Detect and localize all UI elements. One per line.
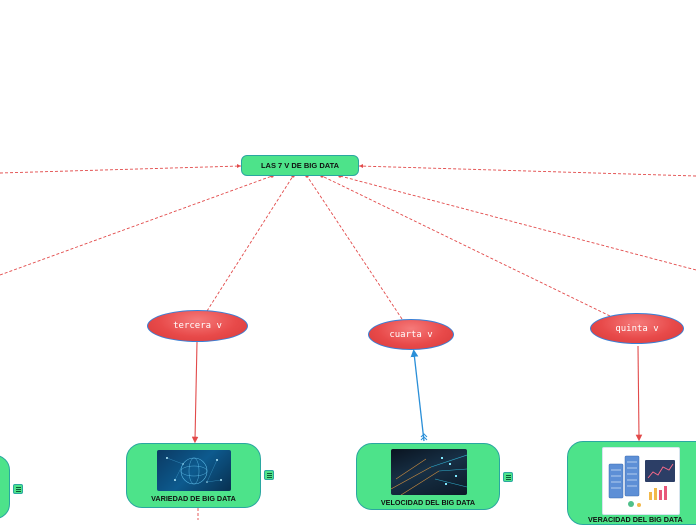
connector-tercera — [206, 175, 294, 312]
connector-cuarta-to-card — [410, 349, 425, 442]
card-label: VARIEDAD DE BIG DATA — [151, 494, 236, 503]
connector-right-far — [358, 165, 696, 177]
connector-left-second — [0, 175, 273, 276]
double-chevron-icon — [420, 433, 428, 441]
card-variedad[interactable]: VARIEDAD DE BIG DATA — [126, 443, 261, 508]
card-velocidad[interactable]: VELOCIDAD DEL BIG DATA — [356, 443, 500, 510]
card-label: VELOCIDAD DEL BIG DATA — [380, 498, 476, 507]
card-veracidad[interactable]: VERACIDAD DEL BIG DATA — [567, 441, 696, 525]
connector-quinta-to-card — [635, 345, 643, 442]
network-globe-image — [157, 450, 231, 491]
root-topic[interactable]: LAS 7 V DE BIG DATA — [241, 155, 359, 176]
branch-cuarta-v[interactable]: cuarta v — [368, 319, 454, 350]
connector-right-second — [339, 175, 696, 271]
branch-tercera-v[interactable]: tercera v — [147, 310, 248, 342]
card-partial-left[interactable] — [0, 455, 10, 519]
branch-label: cuarta v — [389, 329, 433, 340]
branch-quinta-v[interactable]: quinta v — [590, 313, 684, 344]
connector-tercera-to-card — [191, 341, 199, 444]
root-topic-label: LAS 7 V DE BIG DATA — [260, 161, 340, 170]
digital-data-image — [391, 449, 467, 495]
servers-analytics-image — [602, 447, 680, 515]
branch-label: tercera v — [173, 321, 222, 331]
menu-icon[interactable] — [503, 472, 513, 482]
menu-icon[interactable] — [264, 470, 274, 480]
menu-icon[interactable] — [13, 484, 23, 494]
branch-label: quinta v — [615, 323, 659, 334]
arrowhead-icon — [359, 164, 363, 168]
connector-left-far — [0, 165, 242, 174]
arrowhead-icon — [237, 164, 241, 168]
connector-cuarta — [306, 175, 403, 320]
connector-quinta — [321, 175, 611, 317]
